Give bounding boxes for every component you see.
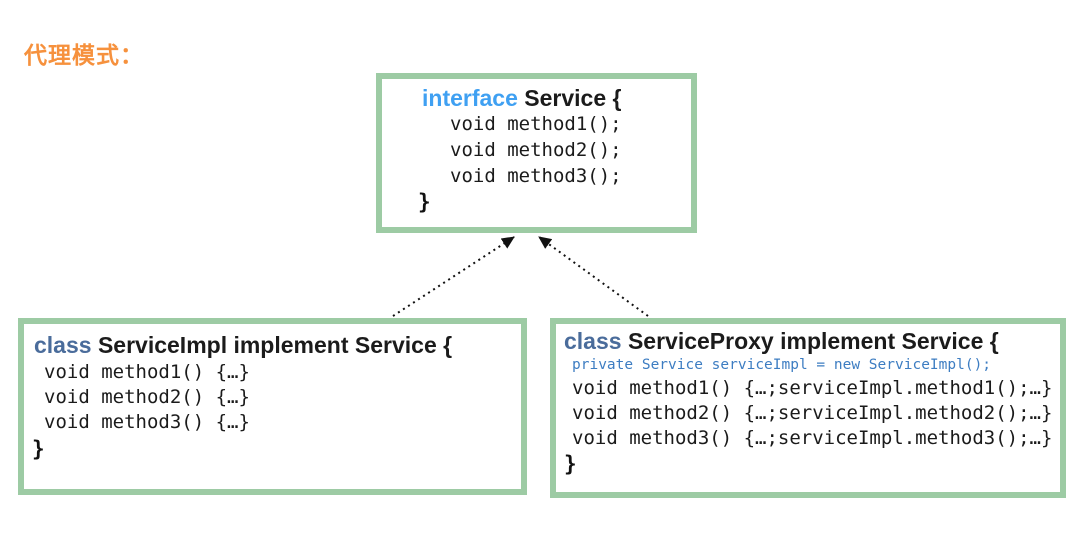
interface-method-line: void method1(); (450, 113, 622, 135)
page-title: 代理模式： (24, 42, 144, 68)
proxy-box-title: ServiceProxy implement Service { (627, 328, 999, 354)
class-keyword: class (34, 332, 92, 358)
impl-box-title: ServiceImpl implement Service { (97, 332, 453, 358)
implements-arrow-proxy-to-interface (538, 236, 649, 317)
interface-keyword: interface (422, 85, 518, 111)
impl-closing-brace: } (32, 437, 45, 461)
interface-box-header: interface Service { (390, 85, 683, 111)
impl-box-header: class ServiceImpl implement Service { (32, 330, 513, 360)
proxy-box-header: class ServiceProxy implement Service { (564, 328, 1052, 354)
class-keyword: class (564, 328, 622, 354)
interface-service-box: interface Service { void method1(); void… (376, 73, 697, 233)
interface-box-title: Service { (524, 85, 622, 111)
proxy-method-line: void method2() {…;serviceImpl.method2();… (572, 402, 1053, 424)
impl-method-line: void method3() {…} (44, 411, 250, 433)
interface-closing-brace: } (418, 190, 431, 214)
service-proxy-box: class ServiceProxy implement Service { p… (550, 318, 1066, 498)
proxy-method-line: void method1() {…;serviceImpl.method1();… (572, 377, 1053, 399)
interface-method-line: void method2(); (450, 139, 622, 161)
proxy-closing-brace: } (564, 452, 577, 476)
impl-method-line: void method2() {…} (44, 386, 250, 408)
interface-method-line: void method3(); (450, 165, 622, 187)
impl-method-line: void method1() {…} (44, 361, 250, 383)
proxy-field-declaration: private Service serviceImpl = new Servic… (572, 357, 992, 373)
implements-arrow-impl-to-interface (392, 236, 515, 317)
proxy-method-line: void method3() {…;serviceImpl.method3();… (572, 427, 1053, 449)
service-impl-box: class ServiceImpl implement Service { vo… (18, 318, 527, 495)
